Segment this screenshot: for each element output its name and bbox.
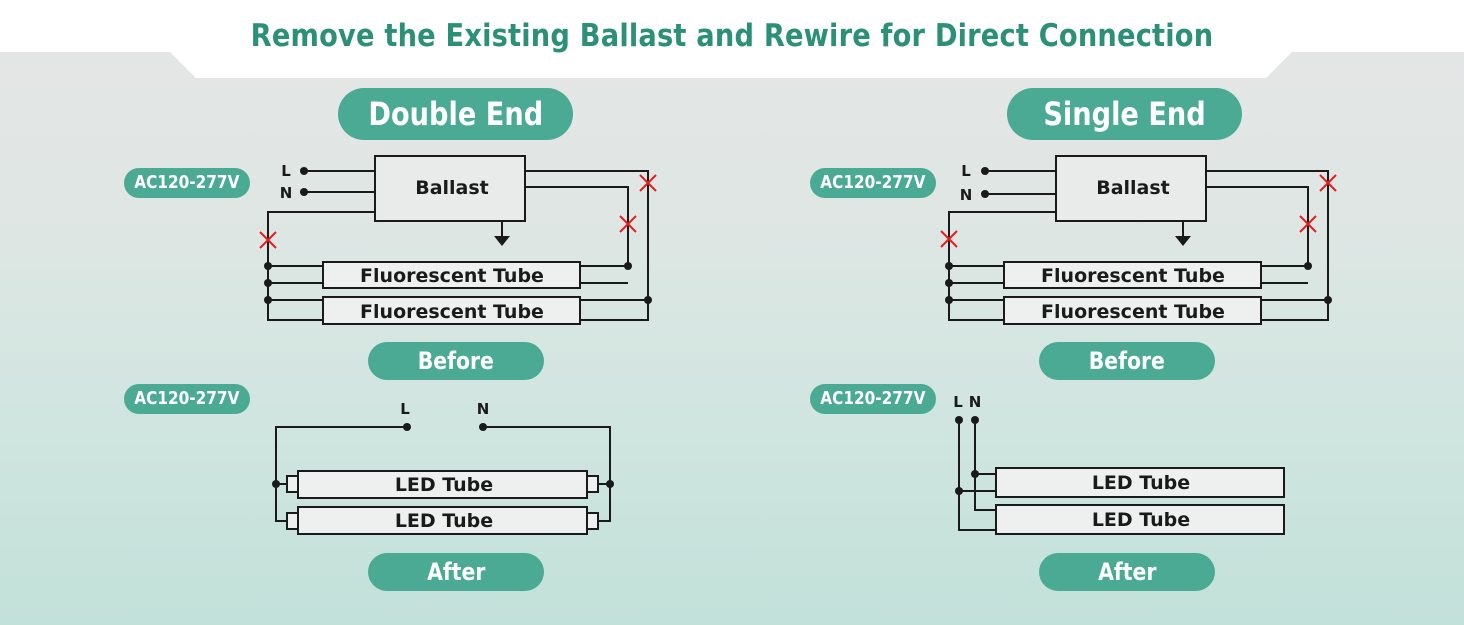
tube-label: LED Tube xyxy=(395,510,493,532)
tube-label: LED Tube xyxy=(1092,509,1190,531)
cut-mark-icon xyxy=(619,215,637,233)
neutral-label: N xyxy=(477,400,490,418)
double-end-before-caption: Before xyxy=(368,342,544,380)
tube-label: LED Tube xyxy=(395,474,493,496)
ballast-box xyxy=(1055,155,1207,222)
single-end-after-caption: After xyxy=(1039,553,1215,591)
single-end-after-diagram: L N LED Tube LED Tube xyxy=(953,393,1285,535)
fluorescent-tube xyxy=(322,261,581,289)
fluorescent-tube xyxy=(1003,261,1262,289)
single-end-before-diagram: Ballast L N Fluorescent Tube Fluorescent… xyxy=(940,155,1337,325)
led-tube xyxy=(995,504,1285,535)
double-end-after-voltage-badge: AC120-277V xyxy=(124,384,250,414)
double-end-before-voltage-badge: AC120-277V xyxy=(124,168,250,198)
neutral-label: N xyxy=(960,186,973,204)
single-end-after-voltage-badge: AC120-277V xyxy=(810,384,936,414)
led-tube xyxy=(297,470,588,499)
neutral-label: N xyxy=(280,184,293,202)
single-end-heading: Single End xyxy=(1007,88,1242,140)
fluorescent-tube xyxy=(322,296,581,325)
line-label: L xyxy=(953,393,963,411)
tube-label: LED Tube xyxy=(1092,472,1190,494)
line-label: L xyxy=(400,400,410,418)
ballast-label: Ballast xyxy=(1096,177,1170,199)
single-end-before-voltage-badge: AC120-277V xyxy=(810,168,936,198)
page-title: Remove the Existing Ballast and Rewire f… xyxy=(250,18,1214,54)
title-band xyxy=(0,0,1464,78)
neutral-label: N xyxy=(969,393,982,411)
arrow-down-icon xyxy=(494,236,510,246)
tube-label: Fluorescent Tube xyxy=(1041,301,1225,323)
cut-mark-icon xyxy=(940,230,958,248)
ballast-box xyxy=(374,155,526,222)
cut-mark-icon xyxy=(1319,174,1337,192)
line-label: L xyxy=(961,162,971,180)
tube-label: Fluorescent Tube xyxy=(360,265,544,287)
tube-label: Fluorescent Tube xyxy=(1041,265,1225,287)
cut-mark-icon xyxy=(1299,215,1317,233)
double-end-after-diagram: L N LED Tube LED Tube xyxy=(272,400,614,535)
cut-mark-icon xyxy=(639,174,657,192)
led-tube xyxy=(995,467,1285,498)
line-label: L xyxy=(281,162,291,180)
cut-mark-icon xyxy=(259,231,277,249)
double-end-before-diagram: Ballast L N Fluorescent Tube Fluorescent… xyxy=(259,155,657,325)
arrow-down-icon xyxy=(1175,236,1191,246)
fluorescent-tube xyxy=(1003,296,1262,325)
tube-label: Fluorescent Tube xyxy=(360,301,544,323)
double-end-heading: Double End xyxy=(338,88,573,140)
double-end-after-caption: After xyxy=(368,553,544,591)
led-tube xyxy=(297,506,588,535)
ballast-label: Ballast xyxy=(415,177,489,199)
single-end-before-caption: Before xyxy=(1039,342,1215,380)
